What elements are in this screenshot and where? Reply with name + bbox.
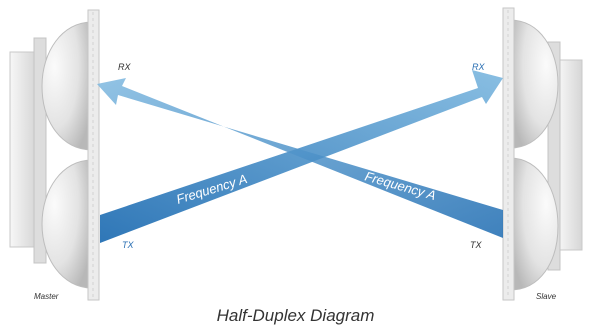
tx-right-label: TX xyxy=(470,240,482,250)
diagram-caption: Half-Duplex Diagram xyxy=(216,306,375,325)
master-bottom-dish-icon xyxy=(41,159,93,289)
master-label: Master xyxy=(34,292,59,301)
rx-left-label: RX xyxy=(118,62,131,72)
slave-antenna xyxy=(502,7,583,301)
master-antenna xyxy=(9,9,100,301)
rx-right-label: RX xyxy=(472,62,485,72)
slave-bottom-dish-icon xyxy=(509,157,559,291)
master-top-dish-icon xyxy=(41,21,93,151)
master-face-plate xyxy=(87,9,100,301)
slave-label: Slave xyxy=(536,292,557,301)
beam-slave-tx-to-master-rx xyxy=(97,78,503,238)
frequency-label-right: Frequency A xyxy=(363,168,438,203)
master-mount-panel xyxy=(9,51,37,248)
slave-mount-panel xyxy=(557,59,583,251)
slave-top-dish-icon xyxy=(509,19,559,149)
tx-left-label: TX xyxy=(122,240,134,250)
